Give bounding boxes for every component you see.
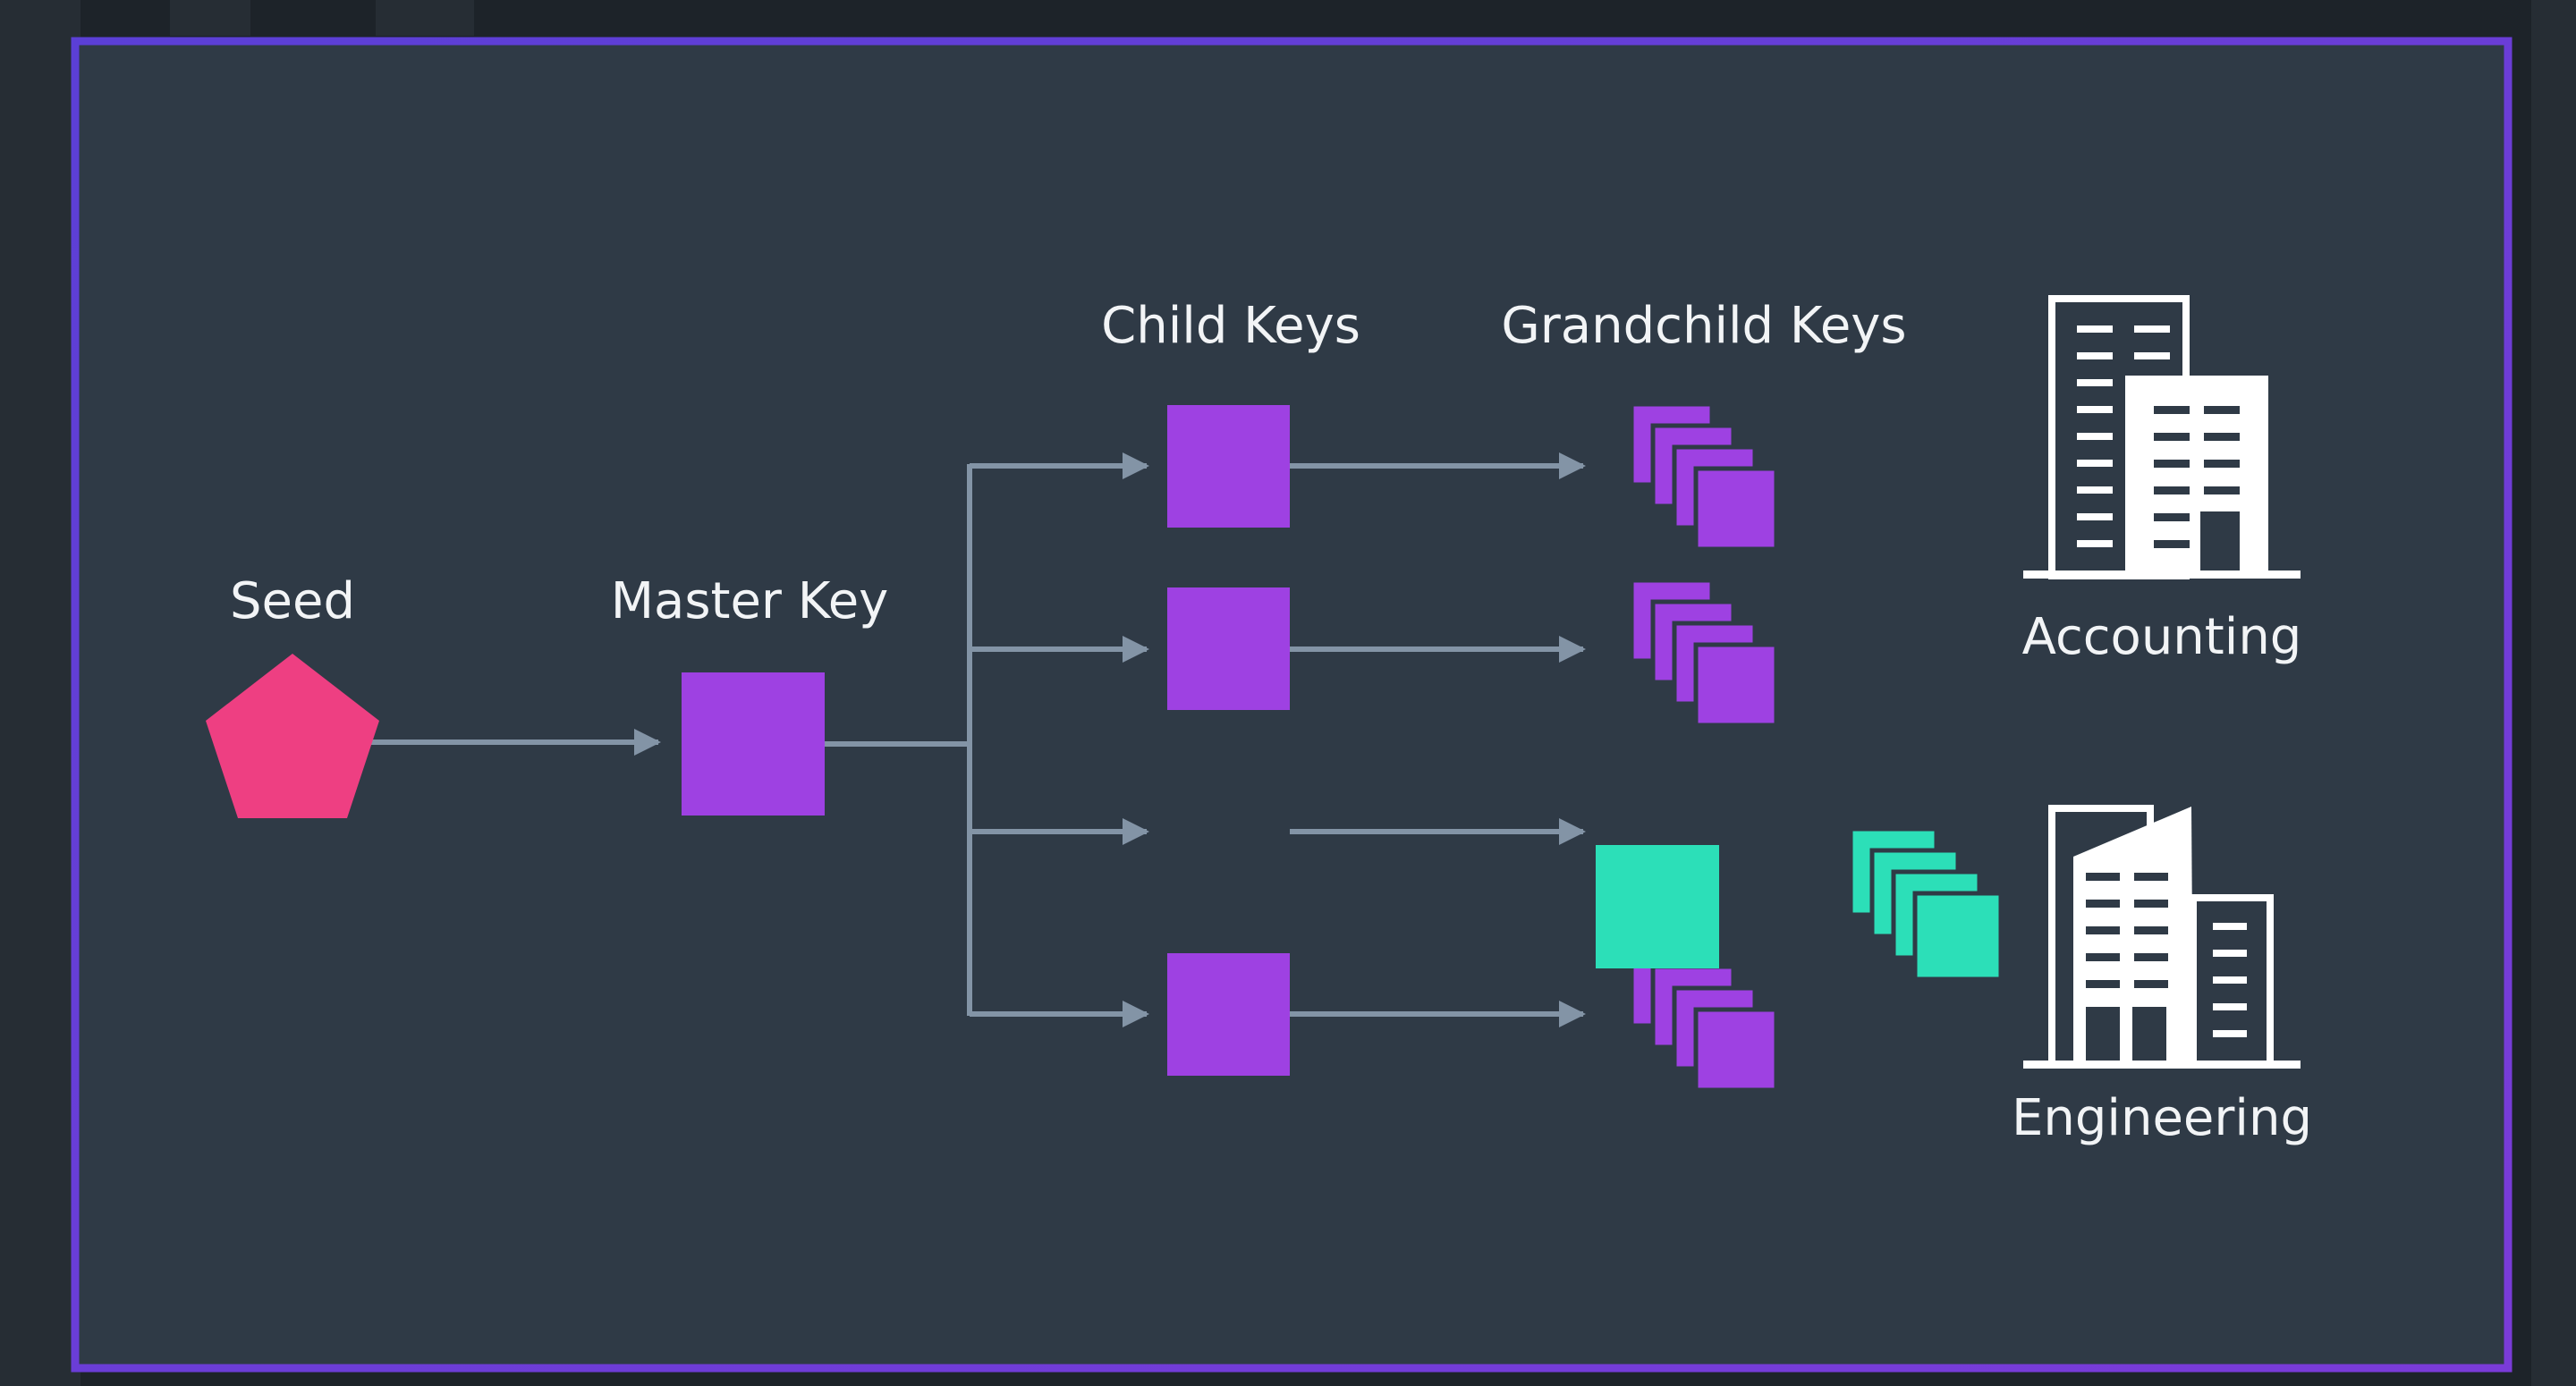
engineering-building-icon (2023, 805, 2301, 1069)
child-key-1-square-icon (1167, 405, 1290, 528)
grandchild-stack-1 (1629, 401, 1779, 552)
grandchild-arrows (1290, 452, 1586, 1027)
grandchild-keys-label: Grandchild Keys (1501, 297, 1907, 355)
seed-pentagon-icon (206, 654, 379, 818)
child-key-2-square-icon (1167, 587, 1290, 710)
seed-label: Seed (230, 572, 355, 630)
branch-arrows (970, 452, 1149, 1027)
child-keys-label: Child Keys (1101, 297, 1360, 355)
accounting-building-icon (2023, 295, 2301, 579)
master-key-square-icon (682, 672, 825, 816)
grandchild-stack-4 (1629, 942, 1779, 1093)
highlighted-grandchild-stack (1848, 826, 2004, 982)
grandchild-stack-2 (1629, 578, 1779, 728)
child-keys (1167, 405, 1290, 1076)
diagram-panel (71, 37, 2512, 1373)
highlighted-child-key-square-icon (1596, 845, 1719, 968)
master-key-label: Master Key (610, 572, 889, 630)
accounting-label: Accounting (2021, 608, 2302, 666)
engineering-label: Engineering (2012, 1089, 2312, 1147)
child-key-4-square-icon (1167, 953, 1290, 1076)
master-branch-lines (825, 464, 972, 1016)
